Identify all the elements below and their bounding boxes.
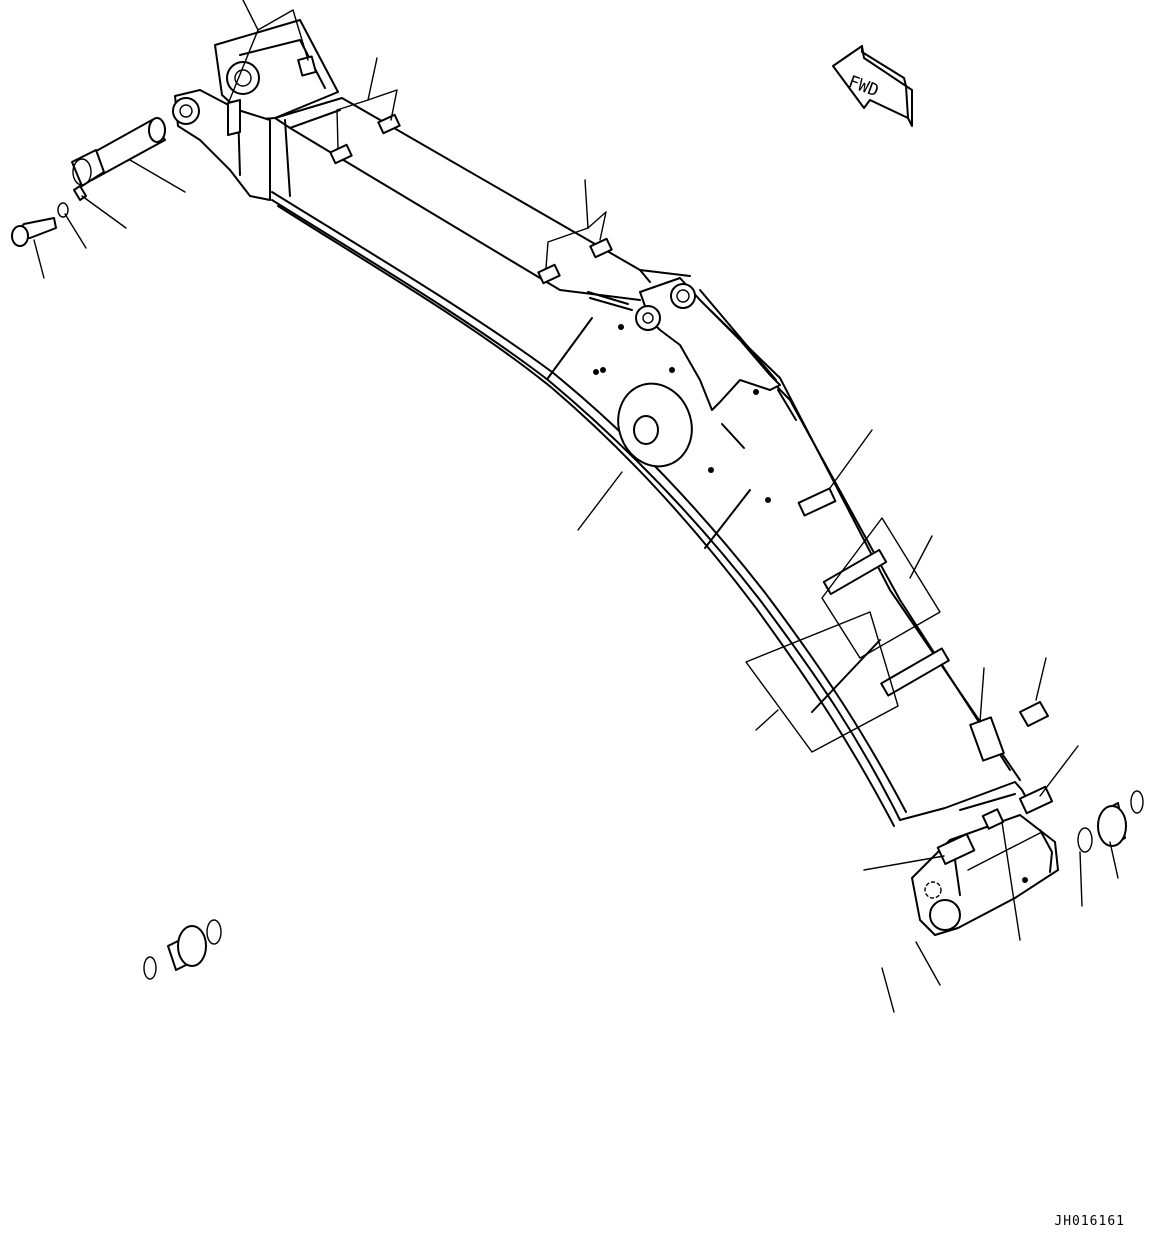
- boom-body: [271, 97, 1059, 936]
- boom-pin-assembly: [11, 117, 166, 247]
- clip-fittings: [329, 113, 1054, 865]
- fwd-arrow-icon: FWD: [832, 45, 913, 127]
- boom-top-bracket: [172, 19, 339, 201]
- cylinder-bracket: [587, 277, 797, 449]
- side-boss-plate: [593, 324, 1028, 883]
- leader-lines: [33, 0, 1119, 1013]
- drawing-id: JH016161: [1054, 1214, 1125, 1229]
- foot-bushings: [143, 790, 1144, 980]
